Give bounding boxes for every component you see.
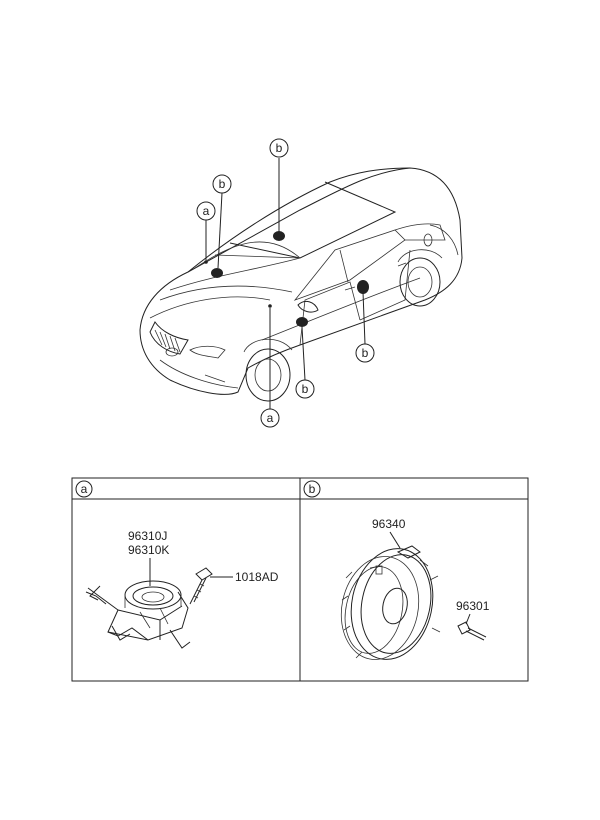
speaker-markers bbox=[204, 231, 369, 327]
callout-b-roof: b bbox=[269, 138, 289, 158]
rear-door-speaker-marker bbox=[357, 280, 369, 294]
callout-a-dash: a bbox=[196, 201, 216, 221]
cowl-tweeter-marker bbox=[268, 304, 272, 308]
tweeter-part-number-1: 96310J bbox=[128, 529, 167, 543]
front-door-speaker-marker bbox=[296, 317, 308, 327]
panel-b: b 96340 96301 bbox=[303, 480, 490, 660]
connector-part-number: 96301 bbox=[456, 599, 490, 613]
callout-b-roof-label: b bbox=[276, 141, 283, 155]
panel-a: a 96310J 96310K bbox=[75, 480, 279, 649]
callout-b-windshield-label: b bbox=[219, 177, 226, 191]
windshield-speaker-marker bbox=[211, 268, 223, 278]
callout-b-rear-door-label: b bbox=[362, 346, 369, 360]
speaker-illustration bbox=[340, 545, 441, 660]
speaker-part-number: 96340 bbox=[372, 517, 406, 531]
connector-illustration bbox=[457, 621, 487, 641]
callout-b-front-door-label: b bbox=[302, 382, 309, 396]
bolt-illustration bbox=[189, 567, 213, 605]
callout-a-cowl-label: a bbox=[267, 411, 274, 425]
bolt-part-number: 1018AD bbox=[235, 570, 279, 584]
callout-b-rear-door: b bbox=[355, 343, 375, 363]
panel-a-header-letter: a bbox=[81, 482, 88, 496]
car-illustration bbox=[139, 167, 463, 402]
callout-a-dash-label: a bbox=[203, 204, 210, 218]
callout-b-windshield: b bbox=[212, 174, 232, 194]
tweeter-part-number-2: 96310K bbox=[128, 543, 169, 557]
tweeter-illustration bbox=[85, 580, 191, 649]
callout-a-cowl: a bbox=[260, 408, 280, 428]
callout-b-front-door: b bbox=[295, 379, 315, 399]
panel-b-header: b bbox=[303, 480, 321, 498]
detail-panels bbox=[71, 477, 529, 682]
roof-speaker-marker bbox=[273, 231, 285, 241]
leader-lines bbox=[205, 158, 366, 409]
panel-b-header-letter: b bbox=[309, 482, 316, 496]
panel-a-header: a bbox=[75, 480, 93, 498]
dash-tweeter-marker bbox=[204, 260, 208, 264]
speaker-leader-line bbox=[389, 531, 401, 549]
